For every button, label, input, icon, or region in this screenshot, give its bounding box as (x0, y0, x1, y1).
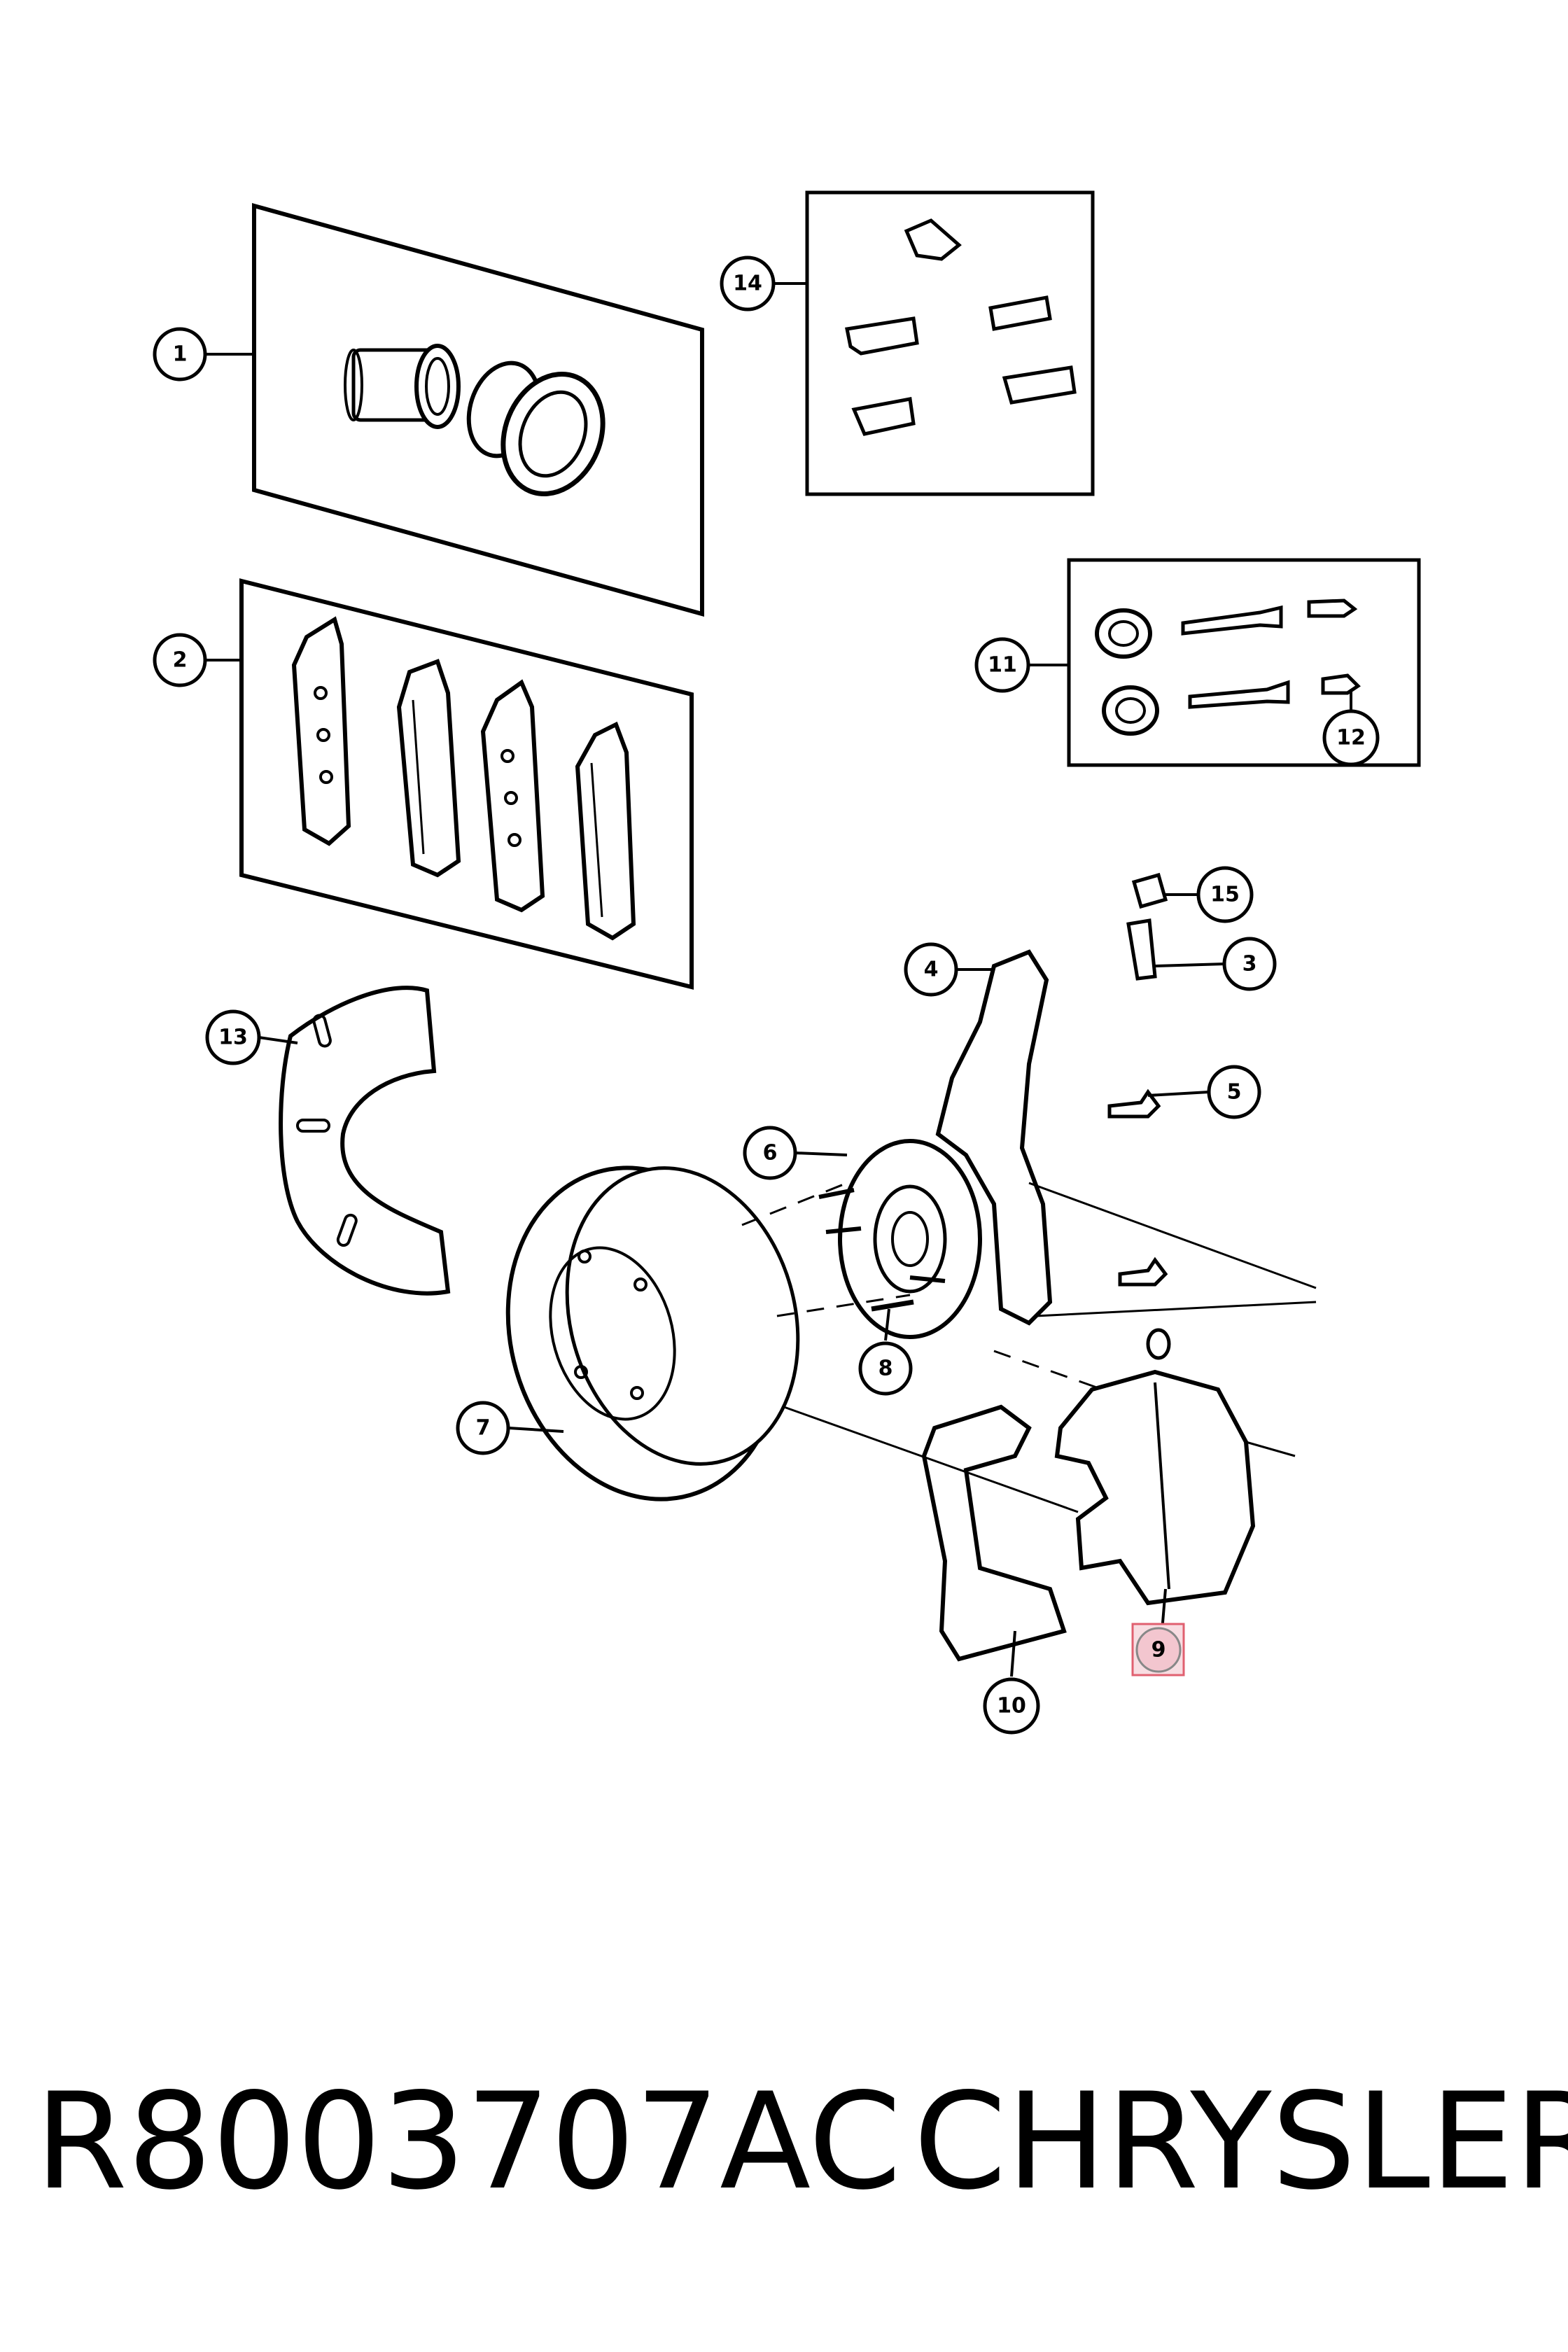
callout-12[interactable]: 12 (1322, 709, 1380, 766)
svg-text:11: 11 (988, 653, 1017, 678)
svg-text:5: 5 (1227, 1080, 1242, 1105)
caliper-bleeder-port (1146, 1328, 1171, 1360)
svg-text:8: 8 (878, 1357, 893, 1381)
callout-6[interactable]: 6 (743, 1126, 797, 1180)
brake-rotor (505, 1166, 800, 1502)
hub-bearing (818, 1139, 982, 1339)
pad-abutment-clip-upper-left (845, 316, 919, 356)
callout-11[interactable]: 11 (974, 637, 1030, 693)
brake-pad-inner-friction (396, 659, 461, 878)
pad-abutment-clip-lower-left (851, 397, 916, 436)
svg-text:15: 15 (1210, 883, 1240, 907)
callout-14[interactable]: 14 (720, 255, 776, 312)
brake-pad-inner-backing (291, 616, 351, 846)
caliper-bracket-bolt (1107, 1088, 1161, 1119)
svg-text:6: 6 (763, 1141, 778, 1166)
brake-pad-outer-backing (480, 679, 545, 913)
brake-caliper (1054, 1369, 1256, 1606)
svg-text:3: 3 (1242, 952, 1257, 976)
steering-knuckle (935, 949, 1053, 1326)
leader-lines (205, 282, 1352, 1677)
svg-text:4: 4 (924, 958, 939, 982)
piston-dust-boot (500, 372, 606, 496)
part-number: R8003707AC (35, 2064, 902, 2219)
caliper-adapter (921, 1404, 1067, 1662)
svg-text:10: 10 (997, 1694, 1026, 1718)
callout-7[interactable]: 7 (456, 1401, 510, 1455)
guide-pin-lower (1188, 680, 1290, 709)
svg-text:2: 2 (173, 648, 188, 673)
anti-rattle-clip (904, 218, 962, 261)
svg-text:12: 12 (1336, 726, 1366, 750)
brake-pad-set-panel (239, 578, 694, 990)
caliper-bracket-bolt-lower (1118, 1256, 1168, 1287)
bleeder-cap (1131, 872, 1168, 909)
svg-text:9: 9 (1152, 1638, 1166, 1662)
callout-4[interactable]: 4 (904, 942, 958, 997)
guide-pin-kit-panel (1067, 558, 1421, 767)
guide-pin-boot-lower (1102, 685, 1159, 736)
brand-name: CHRYSLER (913, 2064, 1568, 2219)
callout-8[interactable]: 8 (858, 1341, 913, 1396)
wheel-stud (871, 1299, 914, 1312)
svg-text:1: 1 (173, 342, 188, 367)
guide-pin-boot-upper (1095, 608, 1152, 659)
callout-15[interactable]: 15 (1196, 866, 1254, 923)
svg-text:14: 14 (733, 272, 762, 296)
assembly-lines (741, 1182, 1317, 1513)
splash-shield (279, 986, 451, 1296)
callout-13[interactable]: 13 (205, 1009, 261, 1065)
guide-pin-bolt-lower (1321, 673, 1361, 695)
piston-seal-kit-panel (252, 203, 704, 617)
callout-2[interactable]: 2 (153, 633, 207, 687)
bleeder-screw (1126, 918, 1157, 981)
svg-text:7: 7 (476, 1416, 491, 1441)
callout-3[interactable]: 3 (1222, 937, 1277, 991)
callout-1[interactable]: 1 (153, 327, 207, 382)
brake-pad-outer-friction (575, 721, 636, 941)
guide-pin-bolt-upper (1307, 598, 1358, 618)
svg-text:13: 13 (218, 1026, 248, 1050)
pad-abutment-clip-upper-right (988, 295, 1052, 331)
callout-9[interactable]: 9 (1131, 1623, 1185, 1676)
callout-10[interactable]: 10 (983, 1677, 1040, 1735)
callout-5[interactable]: 5 (1207, 1065, 1261, 1119)
pad-abutment-clip-lower-right (1002, 365, 1077, 405)
guide-pin-upper (1181, 605, 1283, 636)
caliper-piston (344, 344, 461, 429)
caption-bar: R8003707AC CHRYSLER (0, 2065, 1568, 2219)
pad-clip-kit-panel (805, 190, 1095, 496)
